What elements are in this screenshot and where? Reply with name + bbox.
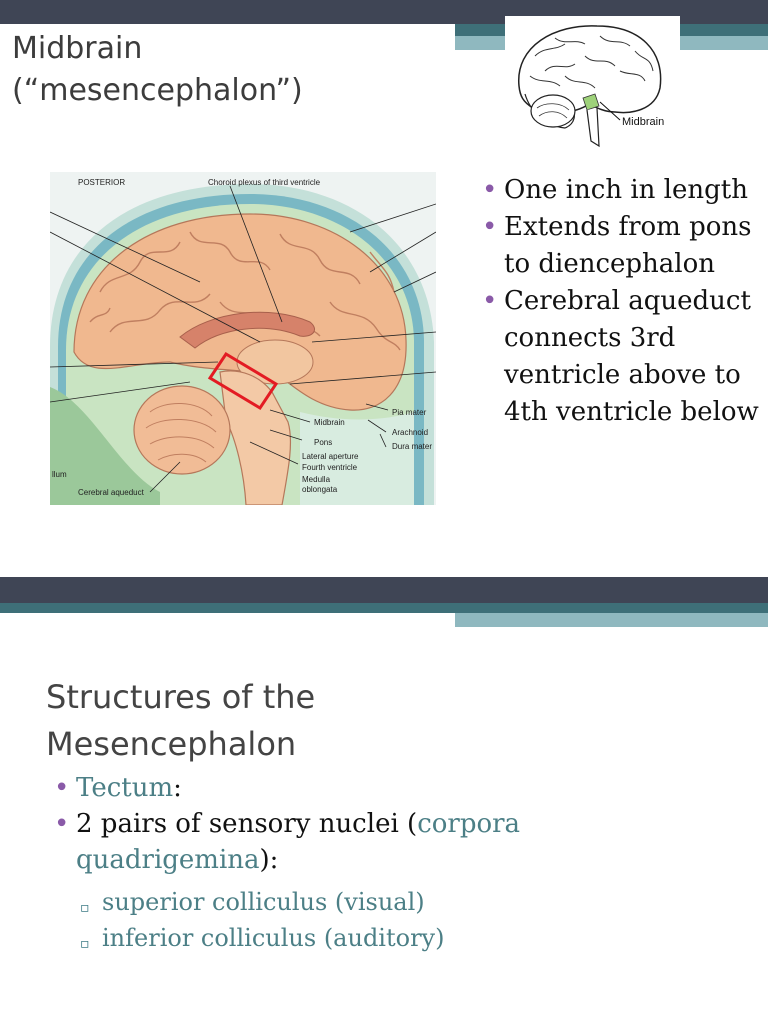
sensory-nuclei-suffix: ):: [260, 845, 279, 875]
slide1-bullet-2: •Extends from pons to diencephalon: [482, 209, 764, 283]
slide2-sub-bullets: ▫superior colliculus (visual) ▫inferior …: [80, 884, 560, 956]
bullet-dot-icon: •: [54, 770, 69, 806]
bullet-dot-icon: •: [482, 209, 497, 246]
sub-bullet-text: inferior colliculus (auditory): [102, 924, 444, 952]
bullet-text: Extends from pons to diencephalon: [504, 212, 751, 279]
slide1-bullet-3: •Cerebral aqueduct connects 3rd ventricl…: [482, 283, 764, 431]
bullet-text: One inch in length: [504, 175, 748, 205]
square-bullet-icon: ▫: [80, 926, 90, 962]
bullet-text: Cerebral aqueduct connects 3rd ventricle…: [504, 286, 759, 427]
sub-bullet-inferior: ▫inferior colliculus (auditory): [80, 920, 560, 956]
header-teal-bar: [0, 603, 768, 613]
diagram-label-pons: Pons: [314, 438, 332, 447]
diagram-label-pia: Pia mater: [392, 408, 426, 417]
diagram-label-fourth-ventricle: Fourth ventricle: [302, 463, 357, 472]
slide1-title-line1: Midbrain: [12, 28, 303, 70]
bullet-dot-icon: •: [54, 806, 69, 842]
slide2-title-line1: Structures of the: [46, 674, 315, 721]
diagram-label-choroid: Choroid plexus of third ventricle: [208, 178, 320, 187]
slide2-bullet-tectum: •Tectum:: [54, 770, 574, 806]
slide2-bullet-sensory-nuclei: •2 pairs of sensory nuclei (corpora quad…: [54, 806, 574, 878]
slide2-bullets: •Tectum: •2 pairs of sensory nuclei (cor…: [54, 770, 574, 878]
sub-bullet-text: superior colliculus (visual): [102, 888, 425, 916]
slide1-title: Midbrain (“mesencephalon”): [12, 28, 303, 112]
thumbnail-label: Midbrain: [622, 116, 664, 128]
tectum-suffix: :: [173, 773, 182, 803]
diagram-label-cerebellum: llum: [52, 470, 67, 479]
brain-sagittal-diagram: POSTERIOR Choroid plexus of third ventri…: [50, 172, 436, 505]
tectum-term: Tectum: [76, 773, 173, 803]
diagram-label-dura: Dura mater: [392, 442, 432, 451]
slide2-title-line2: Mesencephalon: [46, 721, 315, 768]
sensory-nuclei-prefix: 2 pairs of sensory nuclei (: [76, 809, 417, 839]
diagram-label-medulla: Medulla oblongata: [302, 475, 362, 495]
header-dark-bar: [0, 577, 768, 603]
slide1-title-line2: (“mesencephalon”): [12, 70, 303, 112]
bullet-dot-icon: •: [482, 283, 497, 320]
diagram-label-arachnoid: Arachnoid: [392, 428, 428, 437]
midbrain-thumbnail: Midbrain: [505, 16, 680, 156]
slide1-bullet-1: •One inch in length: [482, 172, 764, 209]
slide2-header-band: [0, 577, 768, 629]
slide2-title: Structures of the Mesencephalon: [46, 674, 315, 768]
header-light-bar: [455, 613, 768, 627]
bullet-dot-icon: •: [482, 172, 497, 209]
slide1-bullets: •One inch in length •Extends from pons t…: [482, 172, 764, 431]
diagram-label-lateral-aperture: Lateral aperture: [302, 452, 358, 461]
sub-bullet-superior: ▫superior colliculus (visual): [80, 884, 560, 920]
diagram-label-cerebral-aqueduct: Cerebral aqueduct: [78, 488, 144, 497]
diagram-label-posterior: POSTERIOR: [78, 178, 125, 187]
diagram-label-midbrain: Midbrain: [314, 418, 345, 427]
